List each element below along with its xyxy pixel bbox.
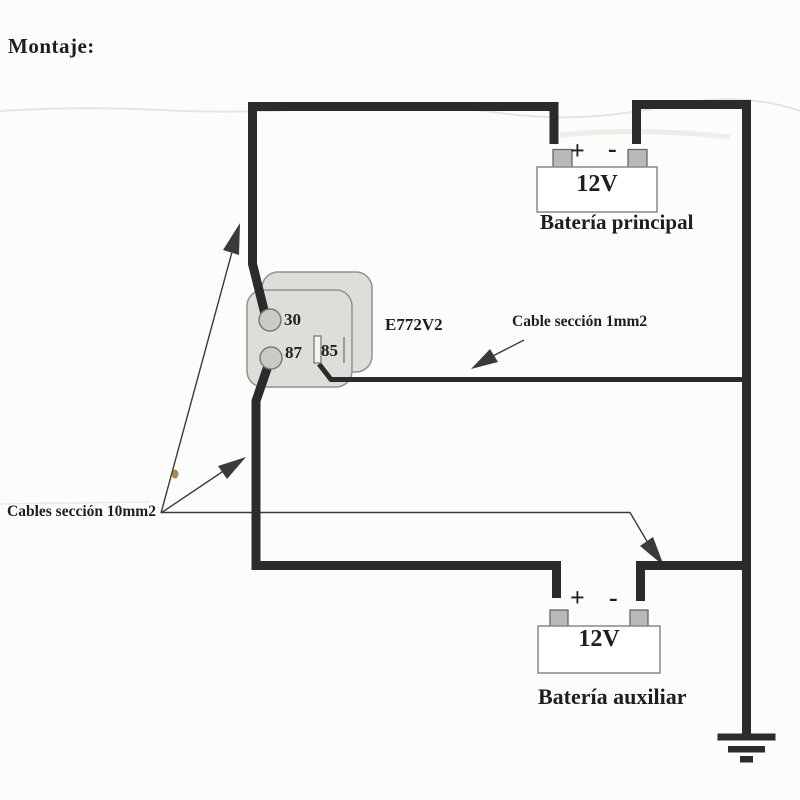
arrowhead-10mm2-mid: [218, 457, 246, 479]
battery-main-plus-sign: +: [570, 136, 585, 165]
ground-symbol: [717, 733, 776, 763]
battery-aux-terminal-positive: [549, 609, 569, 628]
wire-aux-battery-negative-to-bus: [636, 561, 747, 601]
relay-terminal-87: [259, 346, 283, 370]
scan-artifact-left-line: [0, 501, 151, 505]
battery-aux-body: [537, 625, 661, 674]
relay-terminal-30-label: 30: [284, 310, 301, 329]
battery-aux-plus-sign: +: [570, 583, 585, 612]
battery-main-terminal-negative: [627, 148, 648, 169]
arrow-line-10mm2-top: [160, 251, 233, 514]
relay-model-label: E772V2: [385, 315, 443, 334]
arrowhead-cable-1mm2: [471, 349, 498, 369]
arrowhead-10mm2-top: [223, 223, 240, 255]
ground-bar-2: [728, 746, 765, 753]
wires: [248, 100, 751, 737]
arrowhead-10mm2-right: [640, 537, 664, 566]
battery-main-body: [536, 166, 658, 213]
scan-artifact-smudge: [559, 128, 731, 140]
relay-terminal-87-label: 87: [285, 343, 302, 362]
battery-main-label: Batería principal: [540, 210, 694, 234]
wire-main-battery-negative-to-ground-bus: [632, 100, 751, 737]
scan-artifact-speck: [171, 469, 179, 479]
arrow-line-10mm2-mid: [160, 469, 226, 514]
battery-main-minus-sign: -: [608, 134, 617, 163]
relay-terminal-30: [258, 308, 282, 332]
battery-aux-minus-sign: -: [609, 583, 618, 612]
ground-bar-3: [740, 756, 753, 763]
annotation-cable-1mm2: Cable sección 1mm2: [512, 313, 648, 330]
annotation-arrows: [160, 223, 664, 566]
relay-terminal-85-slot: [313, 335, 322, 364]
page-title: Montaje:: [8, 34, 95, 58]
arrow-line-10mm2-right: [161, 511, 649, 544]
relay-terminal-85-label: 85: [321, 341, 338, 360]
battery-aux-label: Batería auxiliar: [538, 684, 687, 709]
wire-main-battery-positive-to-relay-30: [248, 102, 559, 320]
battery-main-voltage: 12V: [576, 171, 618, 197]
annotation-cables-10mm2: Cables sección 10mm2: [7, 503, 156, 520]
wire-relay-87-to-aux-battery-positive: [251, 358, 561, 598]
battery-aux-terminal-negative: [629, 609, 649, 628]
battery-aux-voltage: 12V: [578, 626, 620, 652]
arrow-line-cable-1mm2: [488, 339, 525, 359]
ground-bar-1: [717, 733, 776, 741]
wire-relay-85-signal-1mm2: [317, 362, 746, 382]
